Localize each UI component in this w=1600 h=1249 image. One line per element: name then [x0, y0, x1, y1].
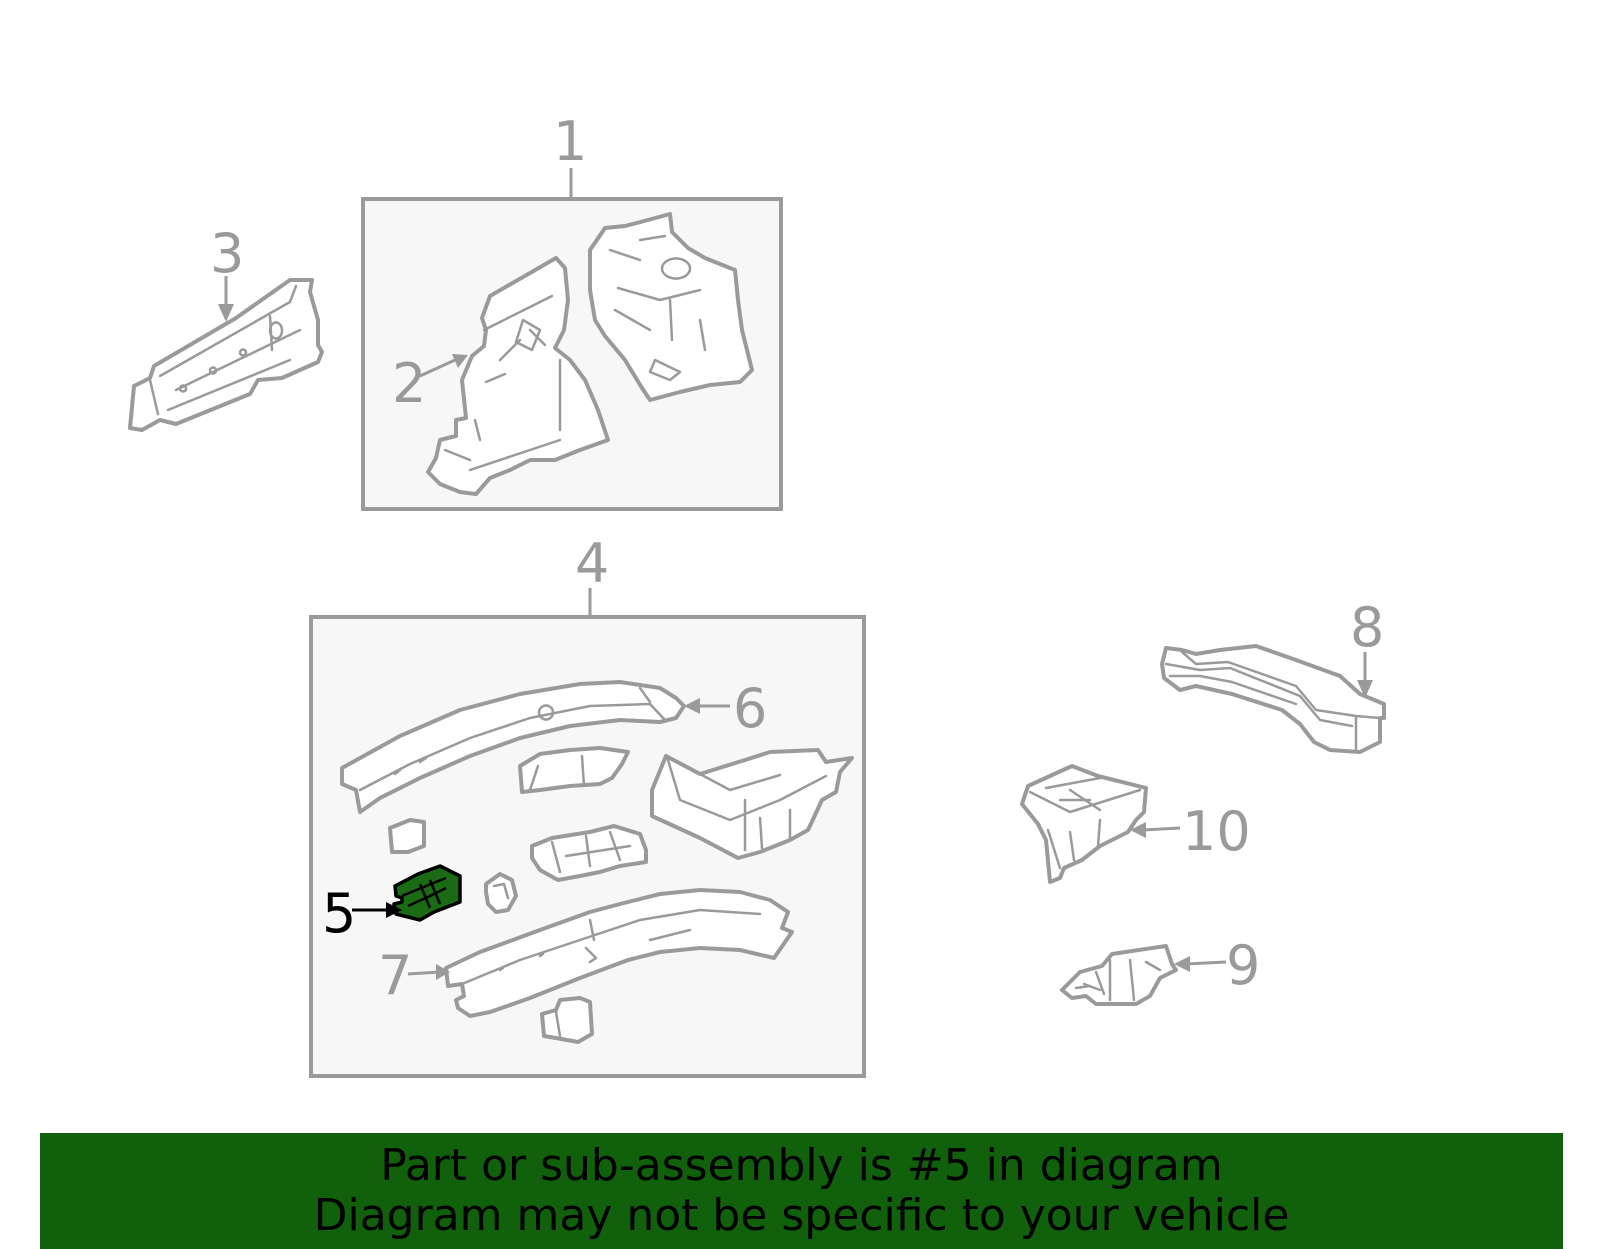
part-upper-bracket[interactable] — [518, 746, 630, 794]
part-9-brace[interactable] — [1060, 944, 1178, 1006]
part-6-arch-rail[interactable] — [340, 680, 686, 814]
assembly-1-group[interactable]: 1 2 — [361, 110, 783, 511]
part-small-block[interactable] — [388, 818, 426, 854]
callout-4: 4 — [575, 532, 609, 595]
part-bottom-clip[interactable] — [540, 996, 594, 1044]
leader-10 — [1141, 826, 1181, 832]
leader-7 — [407, 970, 441, 976]
banner-line-2: Diagram may not be specific to your vehi… — [313, 1190, 1290, 1241]
callout-10: 10 — [1182, 800, 1251, 863]
part-7-lower-rail[interactable] — [444, 888, 794, 1018]
callout-6: 6 — [733, 677, 767, 740]
callout-9: 9 — [1226, 934, 1260, 997]
callout-8: 8 — [1350, 596, 1384, 659]
arrow-9 — [1174, 956, 1190, 972]
callout-2: 2 — [392, 352, 426, 415]
callout-3: 3 — [210, 222, 244, 285]
part-grommet[interactable] — [484, 872, 518, 914]
leader-2 — [419, 358, 456, 378]
leader-9 — [1185, 960, 1227, 966]
arrow-7 — [436, 964, 450, 980]
part-crossmember[interactable] — [650, 748, 854, 860]
callout-7: 7 — [378, 944, 412, 1007]
callout-1: 1 — [553, 110, 587, 173]
arrow-5 — [386, 902, 402, 918]
banner-line-1: Part or sub-assembly is #5 in diagram — [380, 1140, 1223, 1191]
part-8-group[interactable]: 8 — [1160, 596, 1386, 754]
part-3-group[interactable]: 3 — [128, 222, 324, 432]
arrow-6 — [684, 698, 700, 714]
part-2-wheelhouse-panel[interactable] — [426, 256, 610, 496]
arrow-2 — [452, 354, 468, 368]
assembly-4-group[interactable]: 4 6 5 — [309, 532, 866, 1078]
callout-5: 5 — [322, 882, 356, 945]
part-10-group[interactable]: 10 — [1020, 764, 1251, 884]
arrow-8 — [1357, 680, 1373, 698]
part-9-group[interactable]: 9 — [1060, 934, 1260, 1006]
arrow-10 — [1130, 822, 1146, 838]
arrow-3 — [218, 304, 234, 322]
info-banner: Part or sub-assembly is #5 in diagram Di… — [40, 1133, 1563, 1249]
part-10-bracket[interactable] — [1020, 764, 1148, 884]
part-5-highlighted[interactable] — [392, 864, 462, 922]
part-3-rail[interactable] — [128, 278, 324, 432]
part-1-upper-panel[interactable] — [588, 212, 754, 402]
